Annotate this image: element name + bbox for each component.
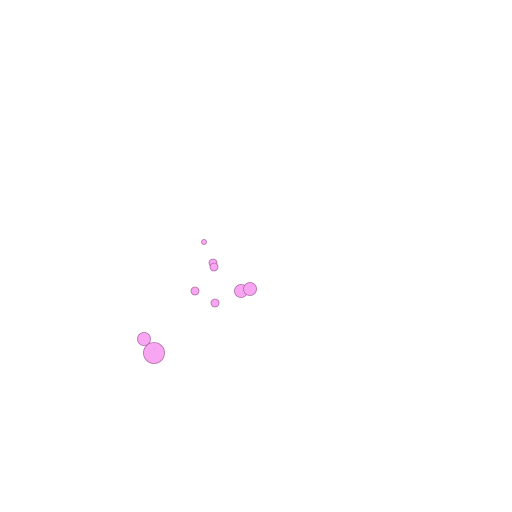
map-marker[interactable] [143,342,165,364]
map-marker[interactable] [137,332,151,346]
map-marker[interactable] [190,286,200,296]
map-marker[interactable] [209,262,219,272]
map-marker[interactable] [210,298,220,308]
map-marker[interactable] [243,282,257,296]
map-marker[interactable] [201,239,207,245]
